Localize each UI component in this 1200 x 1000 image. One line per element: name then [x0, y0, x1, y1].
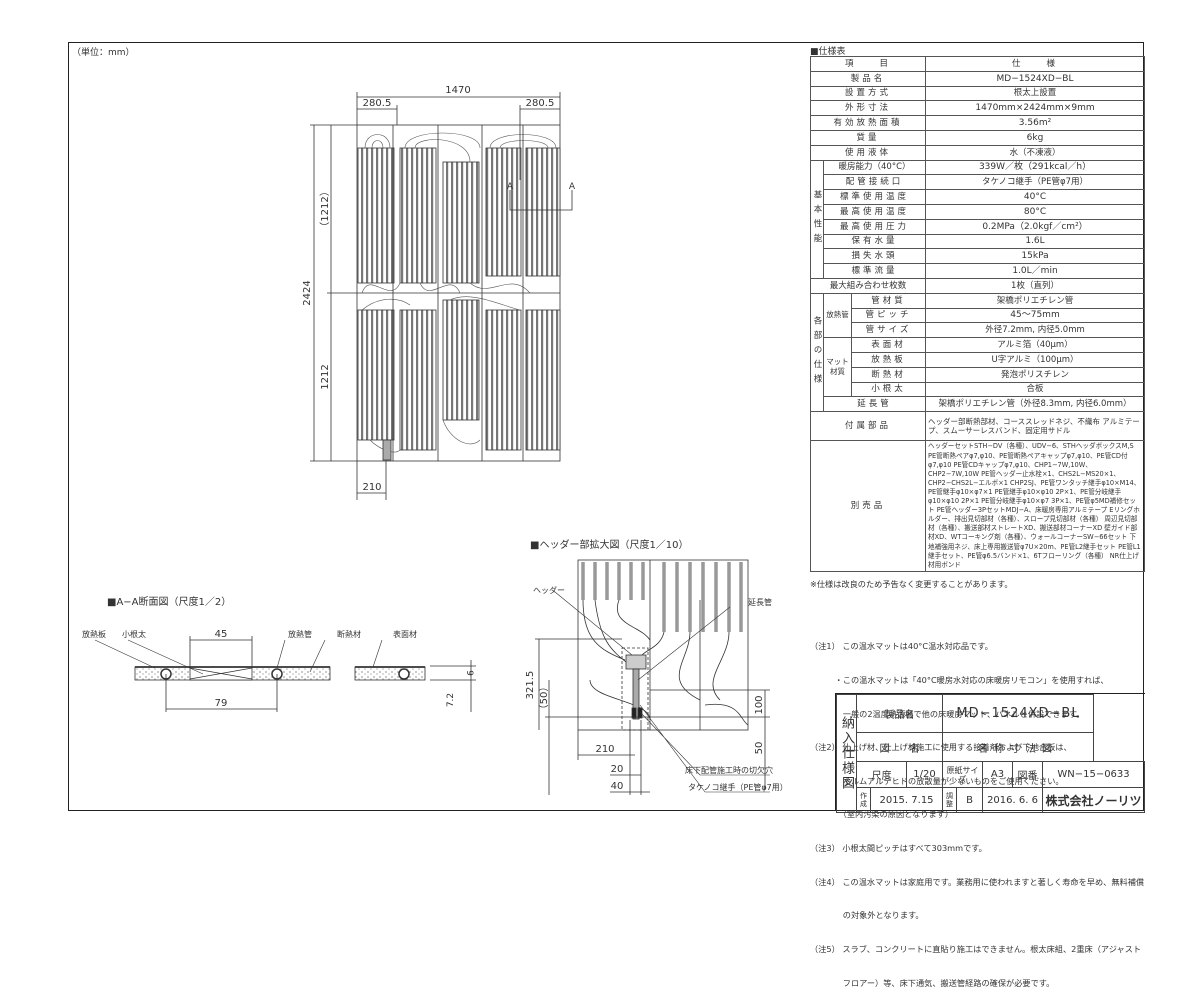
pipe-runs: [357, 147, 561, 451]
dim-50-paren: （50）: [538, 682, 550, 715]
spec-row: 付属部品ヘッダー部断熱部材、コーススレッドネジ、不織布 アルミテープ、スムーサー…: [809, 411, 1145, 442]
dim-side-left: 280.5: [363, 98, 392, 109]
spec-row: 各部の仕様放熱管管材質架橋ポリエチレン管: [810, 292, 1145, 413]
product-name: MD−1524XD−BL: [942, 694, 1094, 733]
header-detail-drawing: [535, 559, 770, 795]
spec-row: 配管接続口タケノコ継手（PE管φ7用）: [811, 174, 1145, 191]
revised-date: 2016. 6. 6: [982, 787, 1044, 813]
drawing-canvas: 1470 280.5 280.5 2424 （1212） 1212 210 A …: [82, 85, 788, 795]
parts-group-label: 各部の仕様: [810, 292, 824, 413]
label-joist: 小根太: [122, 629, 146, 639]
paper-label: 原紙サイズ: [942, 761, 984, 788]
spec-row: 設置方式根太上設置: [809, 85, 1145, 102]
revised-label: 調整: [942, 787, 958, 813]
spec-row: 断熱材発泡ポリスチレン: [811, 366, 1145, 383]
dim-header-offset: 210: [362, 482, 381, 493]
plan-view: [310, 92, 573, 500]
drawing-label: 図 名: [855, 732, 944, 762]
paper-value: A3: [982, 761, 1014, 788]
revision: B: [956, 787, 984, 813]
spec-row: 延長管架橋ポリエチレン管（外径8.3mm, 内径6.0mm）: [811, 396, 1145, 413]
label-cutout: 床下配管施工時の切欠穴: [685, 765, 773, 775]
note-line: （室内汚染の原因となります）: [810, 809, 954, 820]
spec-row: マット材質表面材アルミ箔（40μm）: [811, 337, 1145, 398]
dim-20: 20: [611, 764, 624, 775]
spec-row: 小根太合板: [811, 381, 1145, 398]
label-surface: 表面材: [393, 629, 417, 639]
basic-group-label: 基本性能: [810, 159, 824, 279]
dim-321-5: 321.5: [525, 671, 536, 700]
label-plate: 放熱板: [82, 629, 106, 639]
drawing-name: 名称寸法図: [942, 732, 1094, 762]
spec-row: 基本性能暖房能力（40°C）339W／枚（291kcal／h）: [810, 159, 1145, 279]
dim-100: 100: [754, 695, 765, 714]
pipe-bends: [361, 132, 557, 453]
dim-lower-half: 1212: [320, 364, 331, 389]
number-label: 図番: [1012, 761, 1044, 788]
spec-row: 管サイズ外径7.2mm, 内径5.0mm: [811, 322, 1145, 339]
note-line: の対象外となります。: [810, 910, 924, 921]
spec-table-title: ■仕様表: [810, 47, 846, 57]
label-fitting: タケノコ継手（PE管φ7用）: [688, 782, 788, 792]
label-extension: 延長管: [748, 597, 772, 607]
dim-joist-width: 45: [215, 629, 228, 640]
dim-thickness: 9: [464, 670, 474, 676]
dim-210: 210: [595, 744, 614, 755]
dim-width: 1470: [445, 85, 470, 96]
scale-label: 尺度: [856, 761, 907, 788]
label-pipe: 放熱管: [288, 629, 312, 639]
company-name: 株式会社ノーリツ: [1042, 787, 1145, 813]
note-line: フロアー）等、床下通気、搬送管経路の確保が必要です。: [810, 977, 1055, 988]
note-line: ・この温水マットは「40°C暖房水対応の床暖房リモコン」を使用すれば、: [810, 675, 1109, 686]
dim-pitch: 79: [215, 698, 228, 709]
header-detail-title: ■ヘッダー部拡大図（尺度1／10）: [530, 538, 689, 551]
note-line: ※仕様は改良のため予告なく変更することがあります。: [810, 579, 1013, 590]
dim-height: 2424: [302, 280, 313, 305]
spec-header-spec: 仕 様: [925, 56, 1145, 72]
note-line: （注5） スラブ、コンクリートに直貼り施工はできません。根太床組、2重床（アジャ…: [810, 943, 1142, 954]
spec-row: 別売品ヘッダーセットSTH−DV（各種）、UDV−6、STHヘッダボックスM,S…: [809, 440, 1145, 573]
dim-side-right: 280.5: [526, 98, 555, 109]
product-label: 製品名: [855, 694, 944, 733]
dim-pipe-dia: 7.2: [446, 693, 456, 707]
doc-type: 納入仕様図: [836, 694, 857, 813]
dim-upper-half: （1212）: [319, 186, 331, 231]
spec-header-item: 項 目: [809, 56, 927, 72]
section-cut-line: [509, 190, 573, 211]
spec-row: 使用液体水（不凍液）: [809, 144, 1145, 161]
created-label: 作成: [856, 787, 871, 813]
drawing-number: WN−15−0633: [1042, 761, 1145, 788]
label-insulation: 断熱材: [337, 629, 361, 639]
label-header: ヘッダー: [533, 585, 565, 595]
scale-value: 1/20: [905, 761, 944, 788]
note-line: （注1） この温水マットは40°C温水対応品です。: [810, 641, 993, 652]
section-aa-drawing: [94, 636, 476, 712]
created-date: 2015. 7.15: [869, 787, 944, 813]
dim-40: 40: [611, 781, 624, 792]
dim-50: 50: [754, 742, 765, 755]
title-block: 納入仕様図 製品名 MD−1524XD−BL 図 名 名称寸法図 尺度 1/20…: [835, 693, 1145, 813]
section-marker-left: A: [507, 182, 514, 192]
section-marker-right: A: [569, 182, 576, 192]
note-line: （注4） この温水マットは家庭用です。業務用に使われますと著しく寿命を早め、無料…: [810, 876, 1145, 887]
unit-label: （単位：mm）: [72, 48, 135, 58]
section-aa-title: ■A−A断面図（尺度1／2）: [107, 595, 231, 608]
note-line: （注3） 小根太間ピッチはすべて303mmです。: [810, 843, 987, 854]
